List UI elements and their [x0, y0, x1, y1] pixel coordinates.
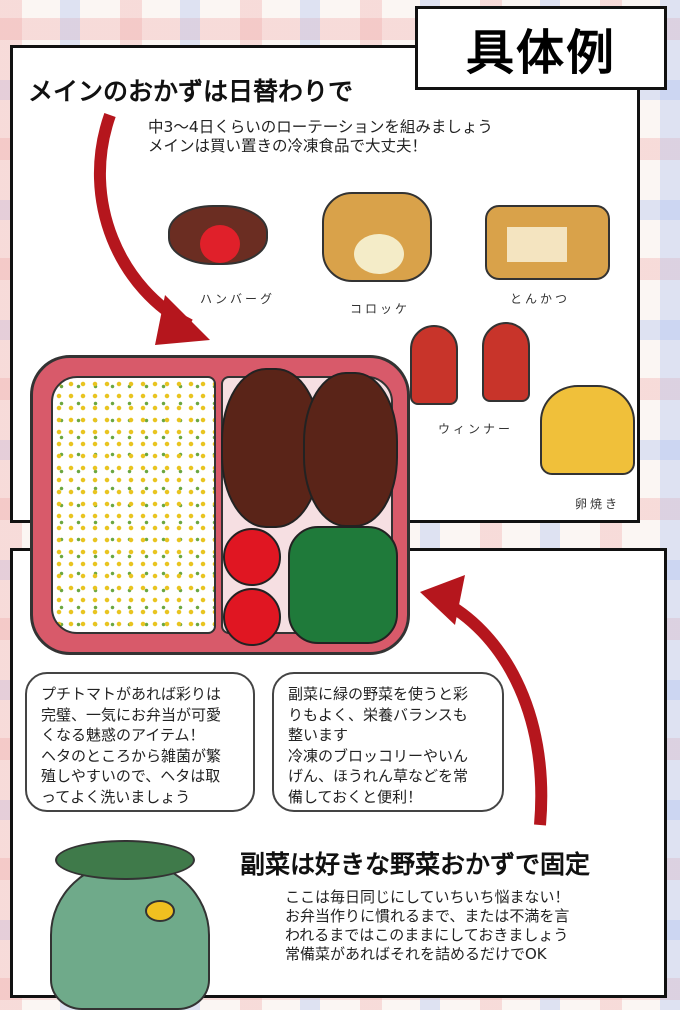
- kappa-character-image: [40, 840, 220, 1010]
- tamagoyaki-image: [540, 385, 635, 475]
- page-title: 具体例: [415, 6, 667, 90]
- sausage-octopus-image: [482, 322, 530, 402]
- broccoli-note-bubble: 副菜に緑の野菜を使うと彩 りもよく、栄養バランスも 整います 冷凍のブロッコリー…: [272, 672, 504, 812]
- cherry-tomato: [223, 588, 281, 646]
- food-label-hamburger: ハンバーグ: [200, 292, 276, 306]
- tonkatsu-image: [485, 205, 610, 280]
- broccoli: [288, 526, 398, 644]
- curved-arrow-icon: [93, 113, 210, 345]
- sausage-octopus-image: [410, 325, 458, 405]
- cherry-tomato: [223, 528, 281, 586]
- rice-with-furikake: [51, 376, 216, 634]
- bento-box: [30, 355, 410, 655]
- curved-arrow-icon: [420, 575, 548, 826]
- tomato-note-bubble: プチトマトがあれば彩りは 完璧、一気にお弁当が可愛 くなる魅惑のアイテム！ ヘタ…: [25, 672, 255, 812]
- side-dish-heading: 副菜は好きな野菜おかずで固定: [240, 850, 591, 879]
- side-dish-description: ここは毎日同じにしていちいち悩まない！ お弁当作りに慣れるまで、または不満を言 …: [285, 888, 570, 963]
- food-label-sausage: ウィンナー: [438, 422, 514, 436]
- hamburger-steak-image: [168, 205, 268, 265]
- croquette-image: [322, 192, 432, 282]
- food-label-tamagoyaki: 卵焼き: [575, 497, 621, 511]
- main-dish-heading: メインのおかずは日替わりで: [28, 77, 354, 106]
- hamburger-in-bento: [303, 372, 398, 527]
- food-label-tonkatsu: とんかつ: [510, 292, 571, 306]
- food-label-croquette: コロッケ: [350, 302, 411, 316]
- main-dish-description: 中3〜4日くらいのローテーションを組みましょう メインは買い置きの冷凍食品で大丈…: [148, 118, 493, 155]
